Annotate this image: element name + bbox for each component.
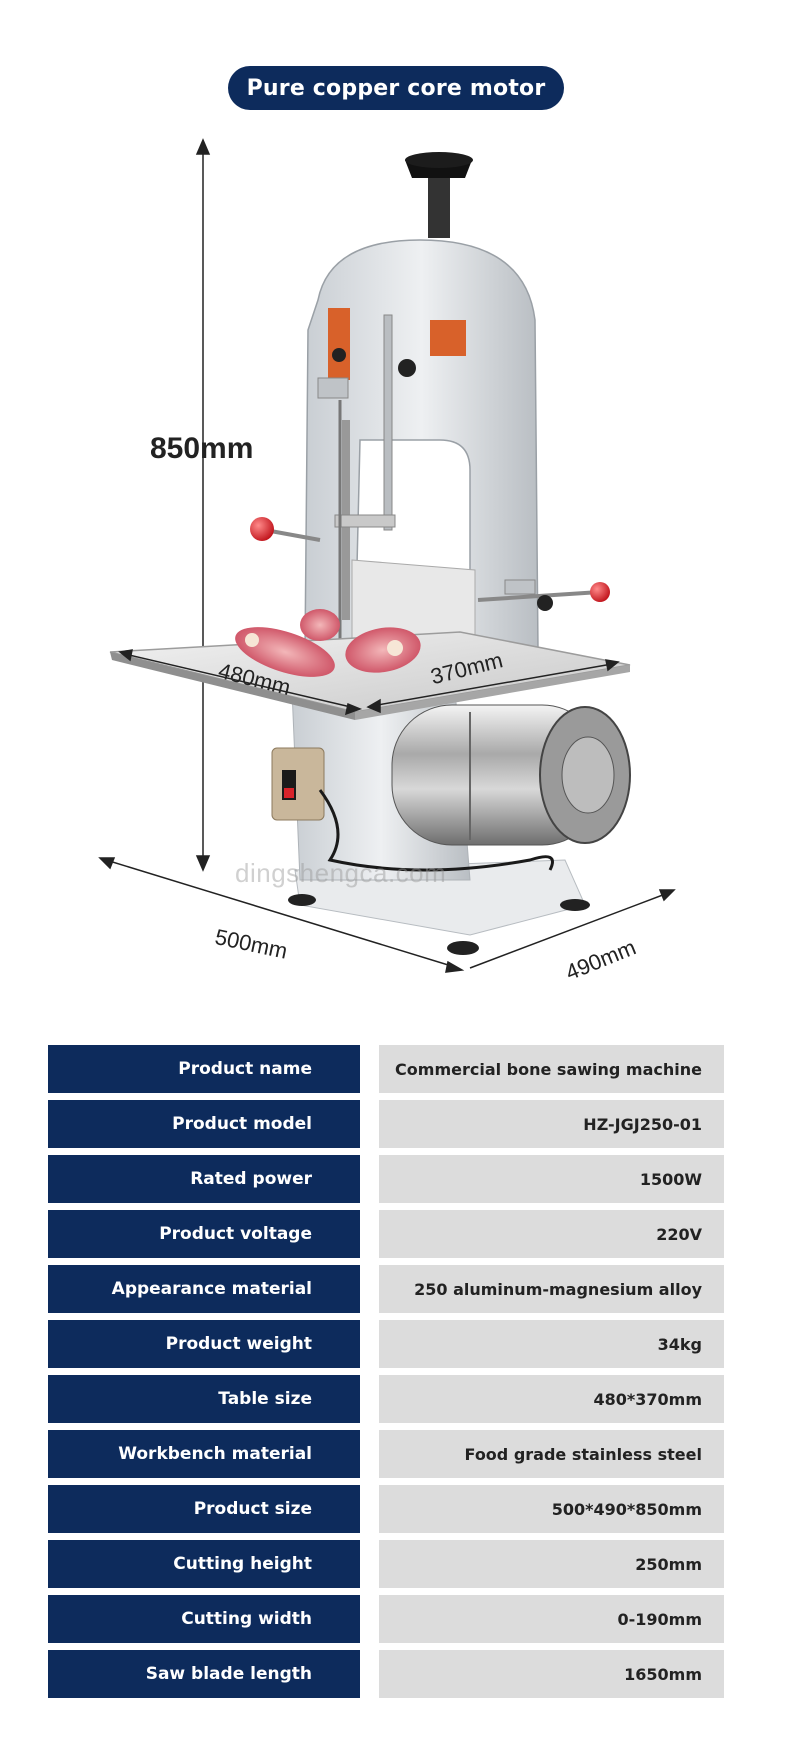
- saw-frame: [304, 239, 539, 651]
- spec-label: Cutting width: [48, 1595, 360, 1643]
- spec-row: Rated power 1500W: [48, 1155, 724, 1204]
- spec-row: Workbench material Food grade stainless …: [48, 1430, 724, 1479]
- spec-label: Cutting height: [48, 1540, 360, 1588]
- spec-row: Cutting width 0-190mm: [48, 1595, 724, 1644]
- spec-row: Product name Commercial bone sawing mach…: [48, 1045, 724, 1094]
- spec-row: Product voltage 220V: [48, 1210, 724, 1259]
- height-dimension-label: 850mm: [150, 432, 254, 465]
- spec-value: 1650mm: [379, 1650, 724, 1698]
- spec-label: Rated power: [48, 1155, 360, 1203]
- spec-value: 220V: [379, 1210, 724, 1258]
- motor: [391, 704, 631, 846]
- spec-value: Commercial bone sawing machine: [379, 1045, 724, 1093]
- right-lever-knob: [590, 582, 610, 602]
- spec-value: 1500W: [379, 1155, 724, 1203]
- spec-value: 0-190mm: [379, 1595, 724, 1643]
- bone-saw-machine-image: [98, 138, 676, 973]
- spec-value: 250 aluminum-magnesium alloy: [379, 1265, 724, 1313]
- spec-row: Table size 480*370mm: [48, 1375, 724, 1424]
- spec-label: Appearance material: [48, 1265, 360, 1313]
- spec-label: Workbench material: [48, 1430, 360, 1478]
- spec-value: 250mm: [379, 1540, 724, 1588]
- spec-value: 34kg: [379, 1320, 724, 1368]
- spec-row: Cutting height 250mm: [48, 1540, 724, 1589]
- left-lever-knob: [250, 517, 274, 541]
- spec-label: Product model: [48, 1100, 360, 1148]
- banner-title: Pure copper core motor: [228, 66, 564, 110]
- spec-value: Food grade stainless steel: [379, 1430, 724, 1478]
- spec-label: Product voltage: [48, 1210, 360, 1258]
- spec-value: 480*370mm: [379, 1375, 724, 1423]
- meat-pieces: [235, 609, 421, 677]
- spec-label: Product size: [48, 1485, 360, 1533]
- spec-row: Product size 500*490*850mm: [48, 1485, 724, 1534]
- spec-label: Table size: [48, 1375, 360, 1423]
- spec-row: Appearance material 250 aluminum-magnesi…: [48, 1265, 724, 1314]
- height-dimension-arrow: [195, 138, 211, 872]
- spec-row: Product weight 34kg: [48, 1320, 724, 1369]
- base-dimension-arrows: [98, 857, 676, 973]
- spec-value: 500*490*850mm: [379, 1485, 724, 1533]
- spec-table: Product name Commercial bone sawing mach…: [48, 1045, 724, 1705]
- spec-label: Product name: [48, 1045, 360, 1093]
- spec-row: Product model HZ-JGJ250-01: [48, 1100, 724, 1149]
- spec-label: Saw blade length: [48, 1650, 360, 1698]
- spec-label: Product weight: [48, 1320, 360, 1368]
- spec-value: HZ-JGJ250-01: [379, 1100, 724, 1148]
- spec-row: Saw blade length 1650mm: [48, 1650, 724, 1699]
- watermark-text: dingshengca.com: [235, 858, 447, 888]
- tension-knob: [405, 152, 473, 238]
- switch-box: [271, 747, 325, 821]
